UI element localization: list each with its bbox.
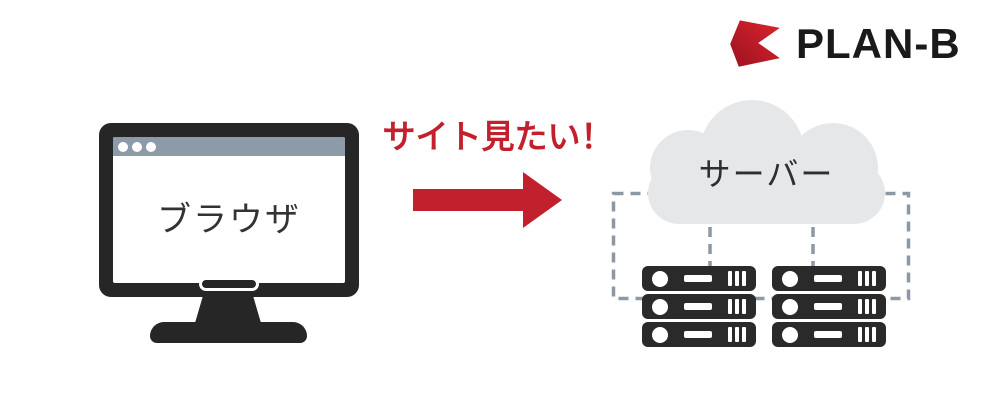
plan-b-chevron-icon: [730, 20, 780, 67]
server-stack-left: [642, 266, 756, 350]
server-cloud: サーバー: [648, 100, 885, 225]
monitor-notch: [199, 277, 259, 291]
plan-b-logo: PLAN-B: [728, 14, 978, 72]
rack-slot-icon: [814, 331, 842, 338]
server-rack: [642, 294, 756, 319]
rack-led-icon: [652, 270, 668, 287]
rack-led-icon: [782, 326, 798, 343]
monitor-base: [150, 322, 307, 343]
server-rack: [642, 266, 756, 291]
browser-label: ブラウザ: [157, 200, 301, 239]
server-rack: [772, 322, 886, 347]
plan-b-wordmark: PLAN-B: [796, 20, 961, 67]
right-arrow-icon: [413, 172, 562, 228]
rack-vents-icon: [858, 327, 876, 342]
rack-slot-icon: [814, 275, 842, 282]
rack-vents-icon: [728, 299, 746, 314]
rack-led-icon: [652, 298, 668, 315]
rack-vents-icon: [858, 299, 876, 314]
rack-slot-icon: [814, 303, 842, 310]
rack-led-icon: [652, 326, 668, 343]
server-label: サーバー: [698, 156, 835, 192]
rack-led-icon: [782, 298, 798, 315]
server-rack: [772, 266, 886, 291]
rack-vents-icon: [728, 271, 746, 286]
server-stack-right: [772, 266, 886, 350]
browser-window: [113, 137, 345, 283]
server-rack: [772, 294, 886, 319]
window-dot-icon: [132, 141, 142, 152]
rack-vents-icon: [728, 327, 746, 342]
server-rack: [642, 322, 756, 347]
rack-vents-icon: [858, 271, 876, 286]
rack-slot-icon: [684, 303, 712, 310]
window-dot-icon: [118, 141, 128, 152]
rack-slot-icon: [684, 331, 712, 338]
monitor-stand: [195, 296, 261, 323]
window-dot-icon: [146, 141, 156, 152]
browser-titlebar: [113, 137, 345, 156]
rack-slot-icon: [684, 275, 712, 282]
cloud-body: [648, 162, 885, 224]
request-label: サイト見たい！: [382, 118, 614, 155]
rack-led-icon: [782, 270, 798, 287]
